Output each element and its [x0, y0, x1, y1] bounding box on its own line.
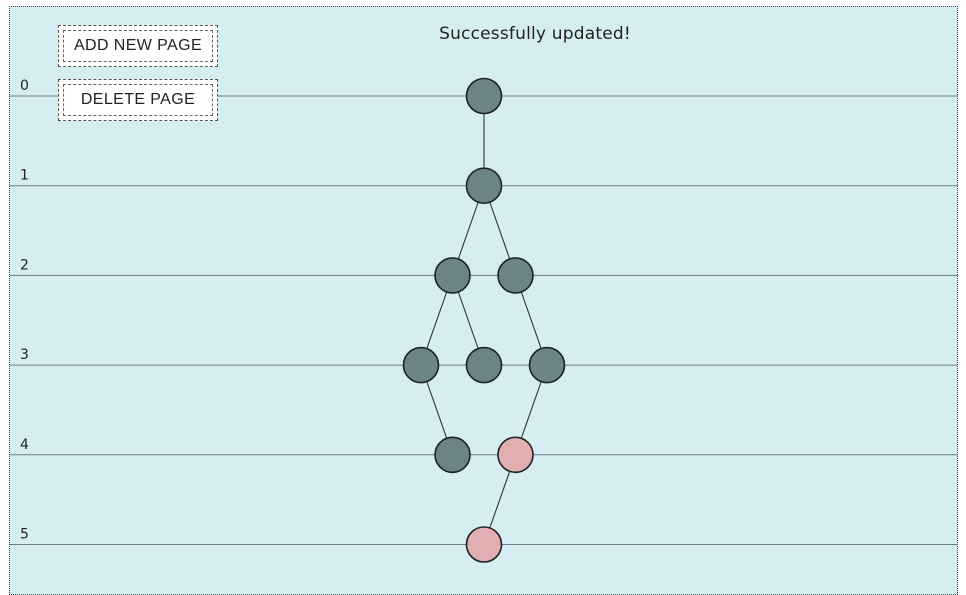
level-label: 1	[20, 168, 29, 184]
tree-edge	[489, 471, 511, 529]
status-message: Successfully updated!	[439, 24, 631, 44]
tree-edge	[457, 202, 479, 260]
tree-edge	[426, 381, 448, 439]
tree-edges	[426, 113, 542, 529]
level-label: 5	[20, 527, 29, 543]
tree-node[interactable]	[465, 346, 503, 384]
level-label: 0	[20, 78, 29, 94]
tree-node[interactable]	[528, 346, 566, 384]
tree-node[interactable]	[434, 436, 471, 474]
tree-node[interactable]	[465, 77, 503, 115]
level-labels: 0 1 2 3 4 5	[20, 78, 29, 543]
tree-node[interactable]	[497, 257, 534, 294]
tree-node-highlighted[interactable]	[497, 436, 534, 474]
tree-node-highlighted[interactable]	[465, 526, 503, 563]
level-label: 3	[20, 347, 29, 363]
page-controls: ADD NEW PAGE DELETE PAGE	[58, 25, 218, 121]
tree-edge	[489, 202, 511, 260]
delete-page-button[interactable]: DELETE PAGE	[58, 79, 218, 121]
level-label: 4	[20, 437, 29, 453]
tree-node[interactable]	[434, 257, 471, 294]
tree-edge	[426, 291, 448, 349]
add-new-page-button[interactable]: ADD NEW PAGE	[58, 25, 218, 67]
tree-node[interactable]	[465, 167, 503, 204]
tree-edge	[457, 291, 479, 349]
tree-edge	[520, 381, 542, 439]
level-label: 2	[20, 257, 29, 273]
tree-nodes[interactable]	[402, 77, 566, 563]
tree-edge	[520, 291, 542, 349]
tree-node[interactable]	[402, 346, 440, 384]
